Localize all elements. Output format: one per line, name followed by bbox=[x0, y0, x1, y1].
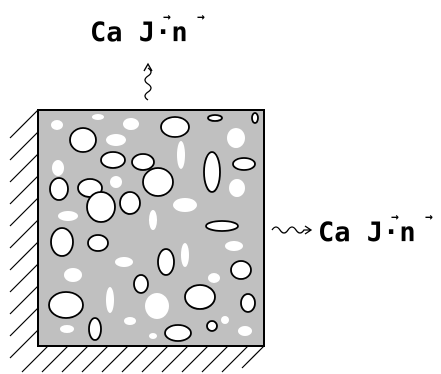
inclusion bbox=[92, 114, 104, 120]
outlined-pores bbox=[48, 112, 259, 342]
inclusion bbox=[177, 141, 185, 169]
inclusion bbox=[123, 118, 139, 130]
right-coefficient: Ca bbox=[318, 217, 351, 248]
inclusion bbox=[149, 333, 157, 339]
bottom-wall-hatching bbox=[21, 345, 265, 373]
pore bbox=[205, 220, 239, 232]
svg-text:Ca J·n: Ca J·n bbox=[318, 217, 416, 248]
right-flux-arrow-icon bbox=[271, 225, 313, 235]
inclusion bbox=[124, 317, 136, 325]
inclusion bbox=[149, 210, 157, 230]
pore bbox=[119, 191, 141, 215]
pore bbox=[160, 116, 190, 138]
pore bbox=[88, 317, 102, 341]
pore bbox=[164, 324, 192, 342]
pore bbox=[50, 227, 74, 257]
inclusion bbox=[106, 287, 114, 313]
pore bbox=[133, 274, 149, 294]
inclusion bbox=[51, 120, 63, 130]
pore bbox=[142, 167, 174, 197]
inclusion bbox=[145, 293, 169, 319]
inclusion bbox=[110, 176, 122, 188]
solid-inclusions bbox=[51, 114, 252, 339]
inclusion bbox=[227, 128, 245, 148]
inclusion bbox=[106, 134, 126, 146]
right-dot: · bbox=[383, 217, 399, 248]
left-wall-hatching bbox=[9, 109, 39, 359]
inclusion bbox=[52, 160, 64, 176]
pore bbox=[207, 114, 223, 122]
pore bbox=[86, 191, 116, 223]
pore bbox=[157, 248, 175, 276]
top-coefficient: Ca bbox=[90, 17, 123, 48]
inclusion bbox=[208, 273, 220, 283]
pore bbox=[206, 320, 218, 332]
pore bbox=[131, 153, 155, 171]
pore bbox=[69, 127, 97, 153]
top-normal-vector-arrow: → bbox=[197, 10, 205, 25]
right-normal-vector-arrow: → bbox=[425, 210, 433, 225]
inclusion bbox=[229, 179, 245, 197]
top-flux-arrow-icon bbox=[143, 62, 153, 101]
top-normal-symbol: n bbox=[171, 17, 187, 48]
top-flux-symbol: J bbox=[139, 17, 155, 48]
pore bbox=[49, 177, 69, 201]
top-flux-vector-arrow: → bbox=[163, 10, 171, 25]
pore bbox=[251, 112, 259, 124]
right-flux-label: Ca J·n → → bbox=[318, 210, 433, 248]
right-normal-symbol: n bbox=[399, 217, 415, 248]
inclusion bbox=[181, 243, 189, 267]
pore bbox=[87, 234, 109, 252]
svg-text:Ca J·n: Ca J·n bbox=[90, 17, 188, 48]
inclusion bbox=[173, 198, 197, 212]
inclusion bbox=[60, 325, 74, 333]
inclusion bbox=[58, 211, 78, 221]
inclusion bbox=[64, 268, 82, 282]
pore bbox=[203, 151, 221, 193]
inclusion bbox=[221, 316, 229, 324]
inclusion bbox=[225, 241, 243, 251]
inclusion bbox=[238, 326, 252, 336]
pore bbox=[48, 291, 84, 319]
pore bbox=[240, 293, 256, 313]
right-flux-symbol: J bbox=[367, 217, 383, 248]
right-flux-vector-arrow: → bbox=[391, 210, 399, 225]
top-flux-label: Ca J·n → → bbox=[90, 10, 205, 48]
pore bbox=[232, 157, 256, 171]
pore bbox=[100, 151, 126, 169]
inclusion bbox=[115, 257, 133, 267]
top-dot: · bbox=[155, 17, 171, 48]
pore bbox=[230, 260, 252, 280]
pore bbox=[184, 284, 216, 310]
